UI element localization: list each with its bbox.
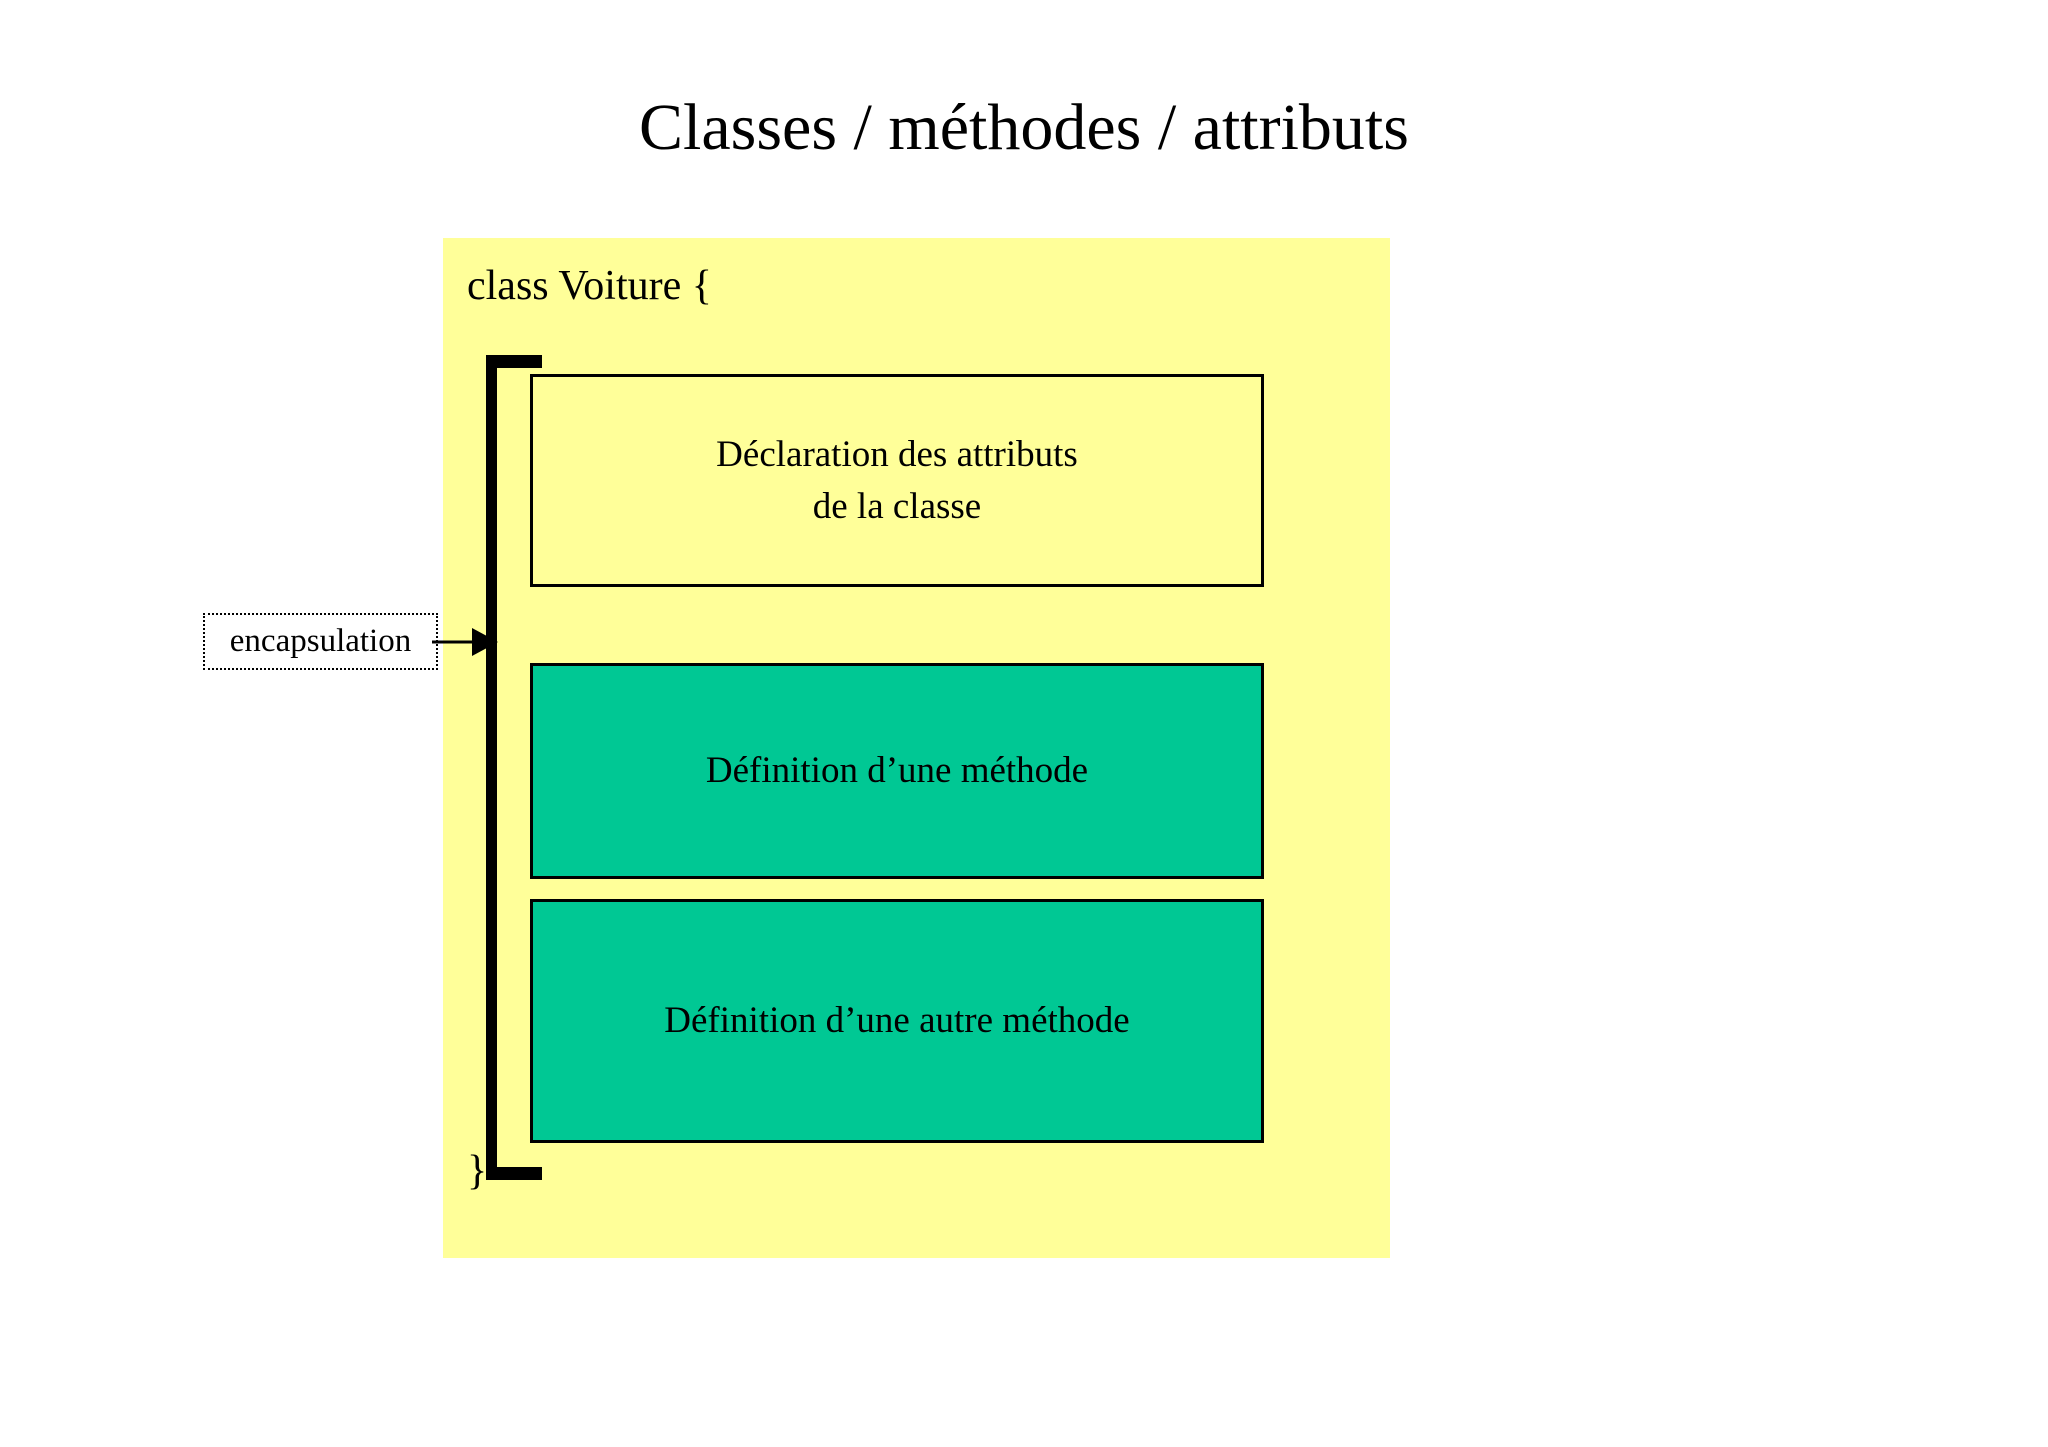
- attributes-box-line-2: de la classe: [812, 485, 982, 527]
- method-box-1-label: Définition d’une méthode: [705, 749, 1089, 791]
- attributes-box-line-1: Déclaration des attributs: [716, 434, 1078, 476]
- method-definition-box-2: Définition d’une autre méthode: [530, 899, 1264, 1143]
- encapsulation-label-text: encapsulation: [229, 623, 412, 659]
- page-title: Classes / méthodes / attributs: [639, 91, 1409, 164]
- method-definition-box-1: Définition d’une méthode: [530, 663, 1264, 879]
- class-declaration-header: class Voiture {: [467, 263, 712, 309]
- attributes-declaration-box: Déclaration des attributs de la classe: [530, 374, 1264, 587]
- attributes-box-text: Déclaration des attributs de la classe: [716, 429, 1078, 531]
- method-box-2-label: Définition d’une autre méthode: [664, 999, 1130, 1041]
- class-declaration-footer: }: [467, 1148, 488, 1194]
- encapsulation-callout-label: encapsulation: [203, 613, 438, 670]
